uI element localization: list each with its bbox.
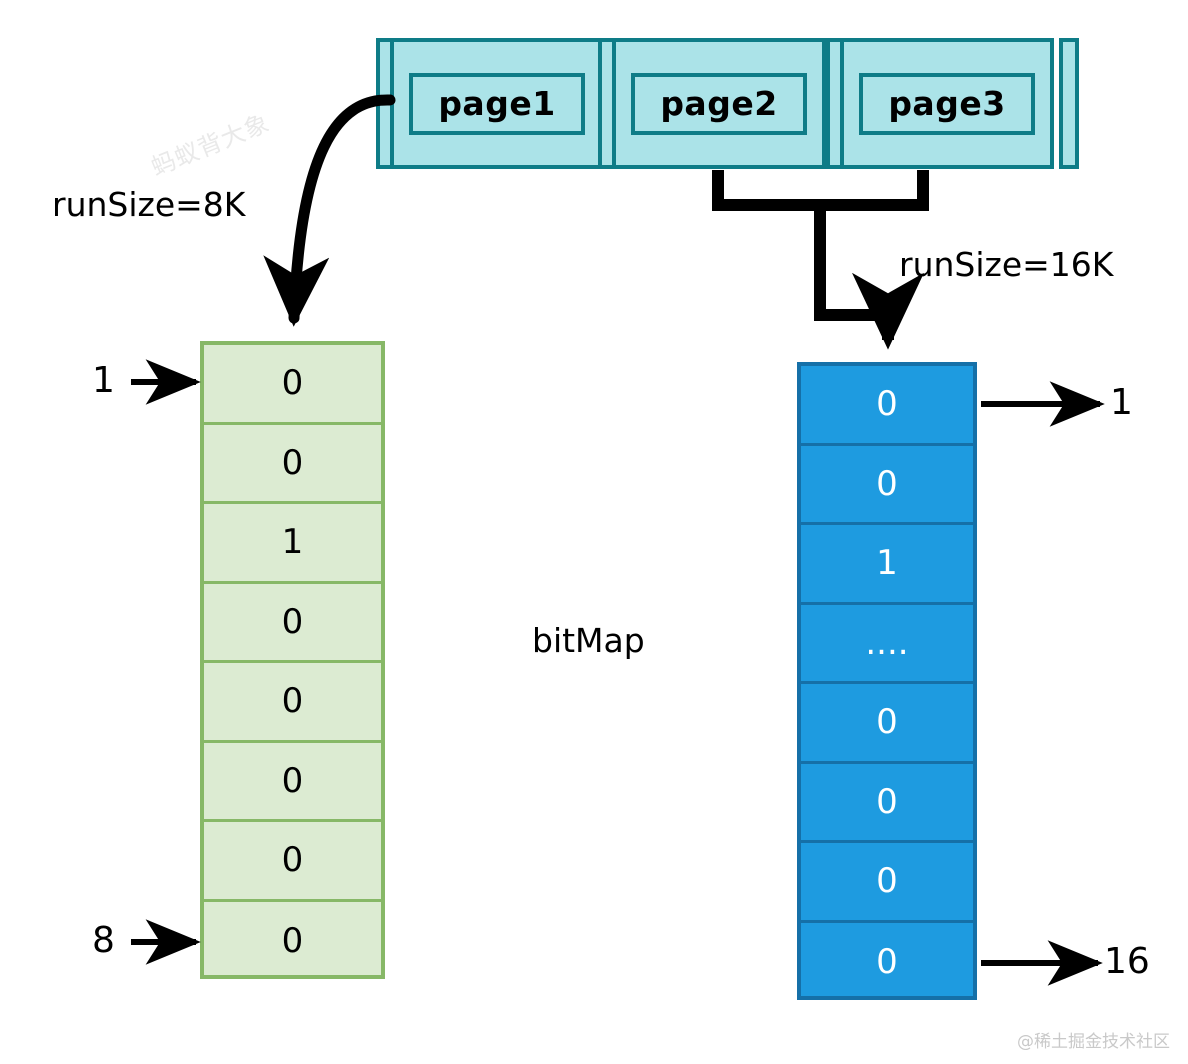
blue-bit-cell[interactable]: 0 [801, 764, 973, 843]
green-bitmap-end-index: 8 [92, 920, 115, 961]
page-label-3: page3 [888, 84, 1006, 123]
page-inner-box-3: page3 [859, 72, 1035, 135]
green-bit-cell[interactable]: 0 [204, 822, 381, 902]
blue-bit-cell[interactable]: 0 [801, 843, 973, 923]
blue-bit-cell[interactable]: 0 [801, 446, 973, 525]
green-bitmap-start-index: 1 [92, 360, 115, 401]
blue-bit-cell[interactable]: 0 [876, 942, 898, 983]
page-inner-box-1: page1 [409, 72, 585, 135]
blue-bit-cell[interactable]: 0 [801, 684, 973, 764]
blue-bitmap-start-index: 1 [1110, 382, 1133, 423]
green-bit-cell[interactable]: 0 [204, 743, 381, 822]
page-inner-box-2: page2 [631, 72, 807, 135]
green-bit-cell[interactable]: 0 [204, 663, 381, 743]
page-cell-3[interactable]: page3 [840, 38, 1054, 169]
page-strip: page1 page2 page3 [376, 38, 1079, 169]
green-bit-cell[interactable]: 0 [204, 584, 381, 663]
blue-bitmap-end-index: 16 [1104, 941, 1150, 982]
blue-bitmap-table: 0 0 1 .... 0 0 0 0 [797, 362, 977, 1000]
green-bit-cell[interactable]: 0 [204, 345, 381, 425]
strip-separator-right [1059, 38, 1079, 169]
page-cell-2[interactable]: page2 [612, 38, 826, 169]
run-size-right-label: runSize=16K [899, 245, 1114, 284]
blue-bit-cell[interactable]: 0 [801, 366, 973, 446]
arrow-page1-to-green-bitmap [263, 94, 396, 327]
page-label-1: page1 [438, 84, 556, 123]
rotated-watermark: 蚂蚁背大象 [147, 108, 274, 182]
blue-bit-cell[interactable]: 1 [801, 525, 973, 605]
page-label-2: page2 [660, 84, 778, 123]
green-bit-cell[interactable]: 1 [204, 504, 381, 584]
green-bitmap-table: 0 0 1 0 0 0 0 0 [200, 341, 385, 979]
green-bit-cell[interactable]: 0 [204, 425, 381, 504]
corner-watermark: @稀土掘金技术社区 [1017, 1032, 1170, 1052]
arrow-pages-to-blue-bitmap [814, 199, 924, 350]
run-size-left-label: runSize=8K [52, 185, 246, 224]
green-bit-cell[interactable]: 0 [281, 921, 304, 962]
blue-bit-cell[interactable]: .... [801, 605, 973, 684]
page-cell-1[interactable]: page1 [390, 38, 604, 169]
bitmap-center-label: bitMap [532, 621, 645, 660]
